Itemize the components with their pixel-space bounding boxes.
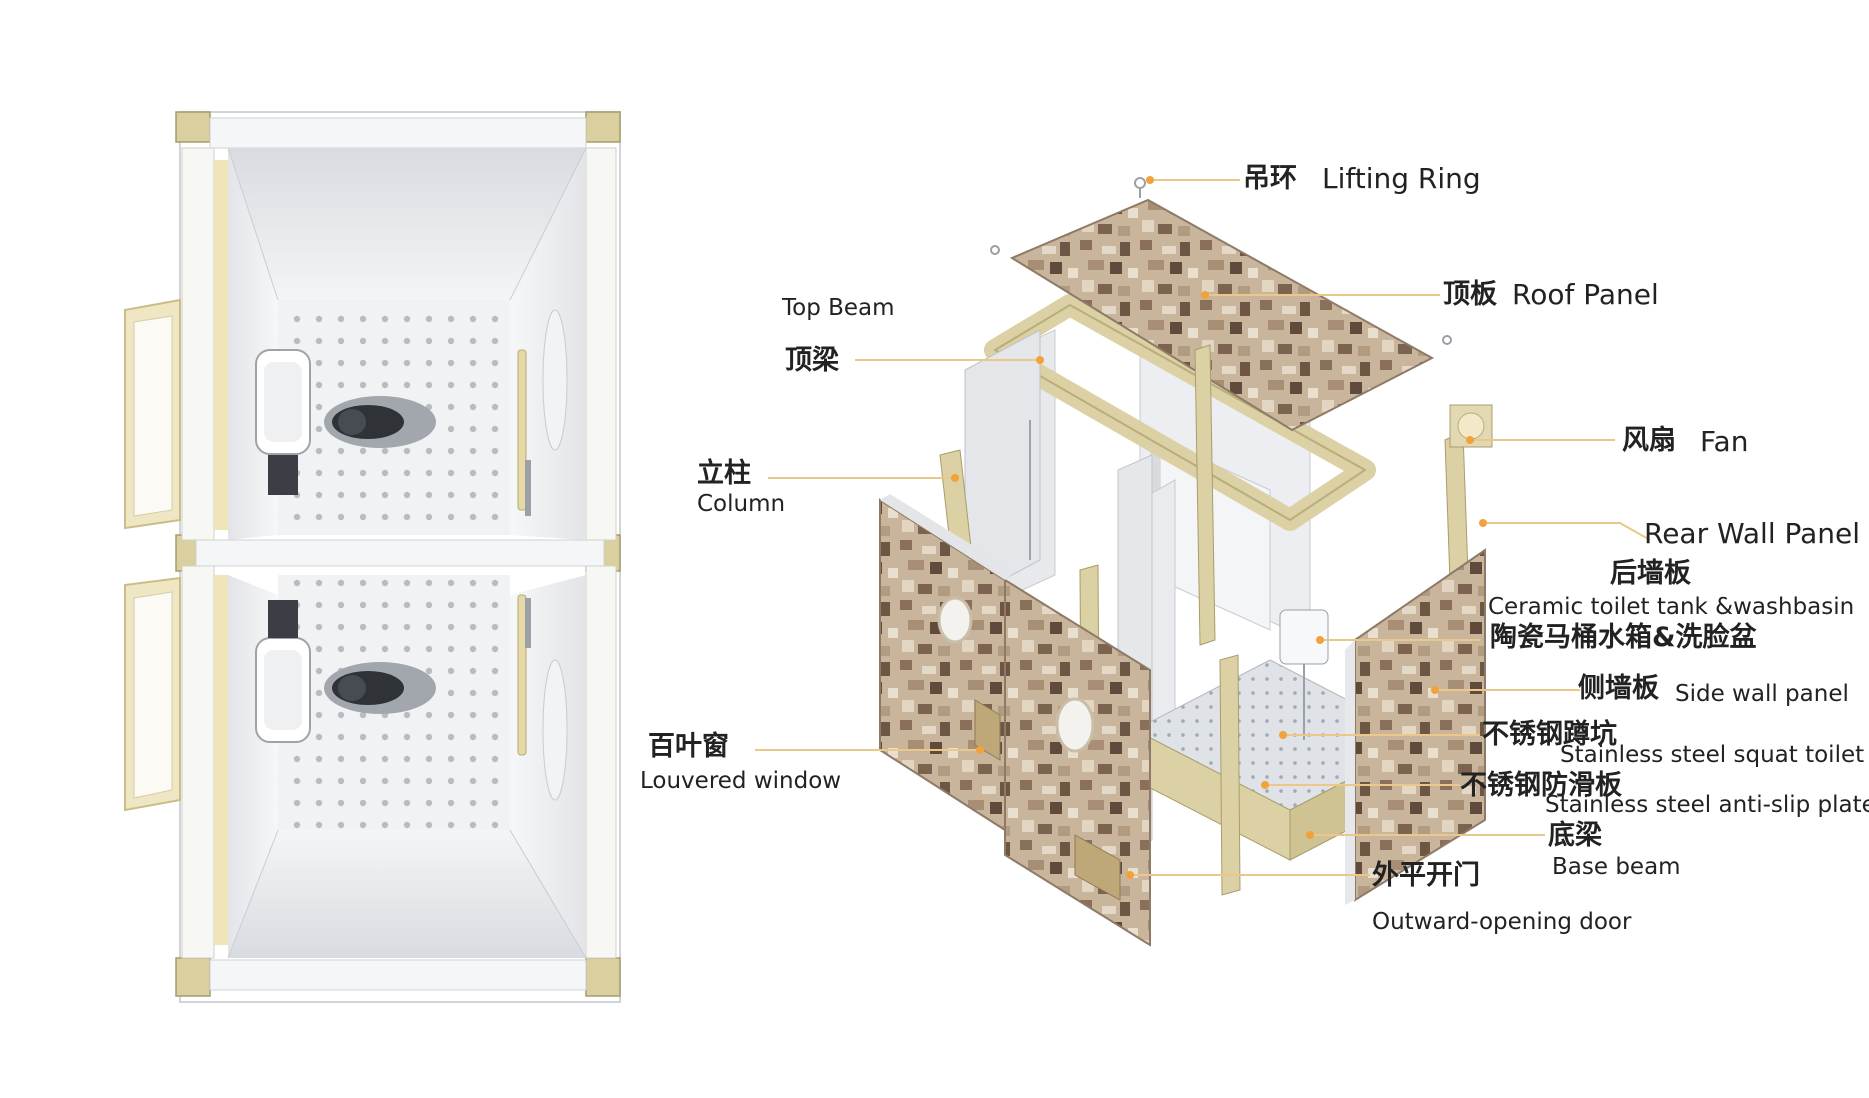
label-side-wall-en: Side wall panel <box>1675 681 1849 707</box>
label-fan-en: Fan <box>1700 425 1749 458</box>
exploded-view-illustration <box>755 176 1651 947</box>
label-ceramic-zh: 陶瓷马桶水箱&洗脸盆 <box>1490 622 1757 653</box>
label-squat-en: Stainless steel squat toilet <box>1560 742 1865 768</box>
label-lifting-ring-en: Lifting Ring <box>1322 162 1481 195</box>
label-antislip-zh: 不锈钢防滑板 <box>1460 770 1622 801</box>
label-squat-zh: 不锈钢蹲坑 <box>1482 719 1617 750</box>
label-fan-zh: 风扇 <box>1622 425 1676 456</box>
label-lifting-ring-zh: 吊环 <box>1243 163 1297 194</box>
label-rear-wall-zh: 后墙板 <box>1610 558 1691 589</box>
label-roof-panel-zh: 顶板 <box>1443 279 1497 310</box>
floor-plan-illustration <box>124 111 621 1003</box>
label-rear-wall-en: Rear Wall Panel <box>1644 517 1861 550</box>
label-door-zh: 外平开门 <box>1372 860 1480 891</box>
label-antislip-en: Stainless steel anti-slip plate <box>1545 792 1869 818</box>
label-door-en: Outward-opening door <box>1372 909 1632 935</box>
label-side-wall-zh: 侧墙板 <box>1578 673 1659 704</box>
label-base-beam-zh: 底梁 <box>1548 820 1602 851</box>
label-roof-panel-en: Roof Panel <box>1512 278 1659 311</box>
label-louvered-zh: 百叶窗 <box>648 731 729 762</box>
label-column-zh: 立柱 <box>697 458 751 489</box>
label-base-beam-en: Base beam <box>1552 854 1681 880</box>
label-ceramic-en: Ceramic toilet tank &washbasin <box>1488 594 1855 620</box>
label-louvered-en: Louvered window <box>640 768 842 794</box>
label-top-beam-zh: 顶梁 <box>785 345 839 376</box>
label-top-beam-en: Top Beam <box>782 295 895 321</box>
label-column-en: Column <box>697 491 786 517</box>
